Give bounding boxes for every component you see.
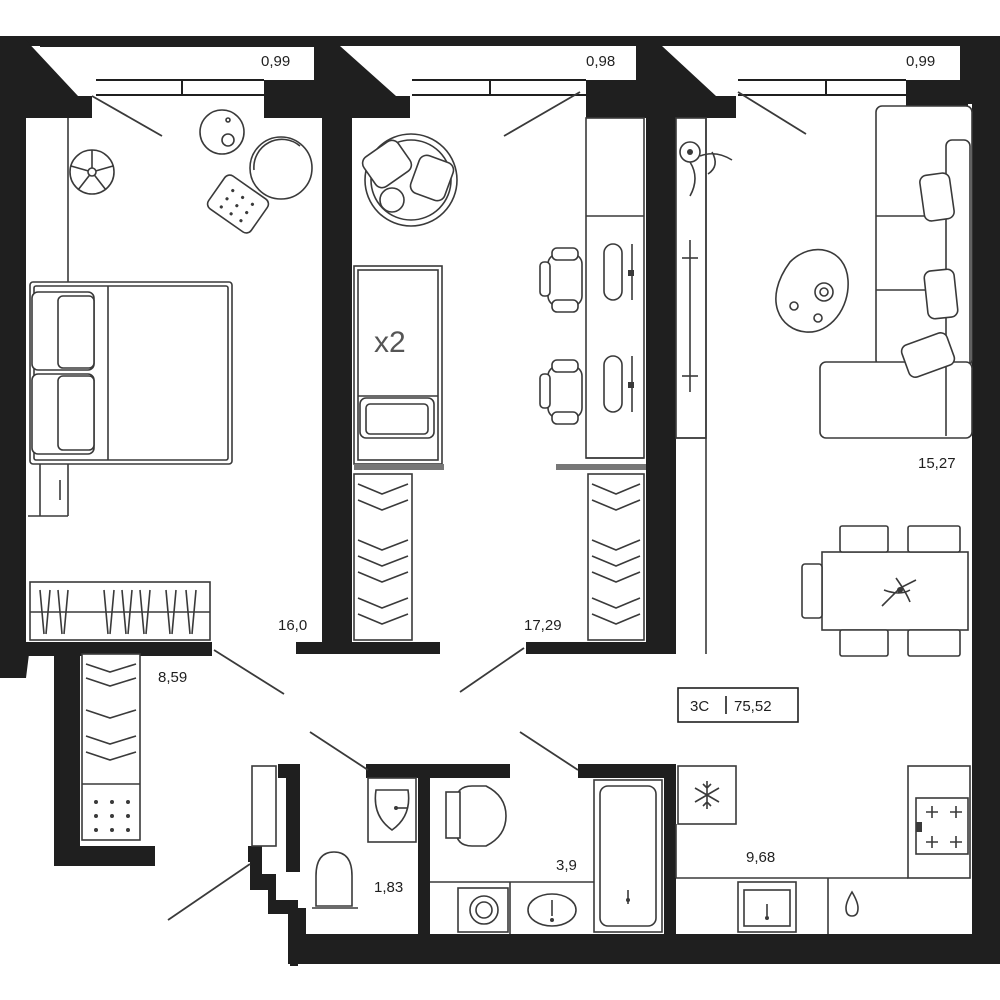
balcony-left-area: 0,99 <box>261 53 290 70</box>
area-labels: 0,99 0,98 0,99 16,0 17,29 15,27 8,59 1,8… <box>158 53 956 896</box>
kitchen-fixtures <box>675 765 971 934</box>
left-bedroom-furniture <box>28 109 313 641</box>
balcony-right-area: 0,99 <box>906 53 935 70</box>
hall-area: 8,59 <box>158 669 187 686</box>
middle-bedroom-furniture <box>353 117 646 641</box>
walls <box>0 36 1000 966</box>
bathroom-fixtures <box>430 779 663 934</box>
bedroom-middle-area: 17,29 <box>524 617 562 634</box>
apartment-total-area: 75,52 <box>734 698 772 715</box>
bedroom-left-area: 16,0 <box>278 617 307 634</box>
doors <box>91 91 807 921</box>
living-area: 15,27 <box>918 455 956 472</box>
hall-furniture <box>81 653 277 847</box>
bunk-bed-multiplier: x2 <box>374 326 406 359</box>
apartment-tag: 3С 75,52 <box>677 687 799 723</box>
toilet-fixtures <box>312 777 417 909</box>
balcony-middle-area: 0,98 <box>586 53 615 70</box>
apartment-type: 3С <box>690 698 709 715</box>
kitchen-area: 9,68 <box>746 849 775 866</box>
toilet-area: 1,83 <box>374 879 403 896</box>
balcony-glazing <box>40 45 906 96</box>
living-room-furniture <box>675 105 973 657</box>
bathroom-area: 3,9 <box>556 857 577 874</box>
